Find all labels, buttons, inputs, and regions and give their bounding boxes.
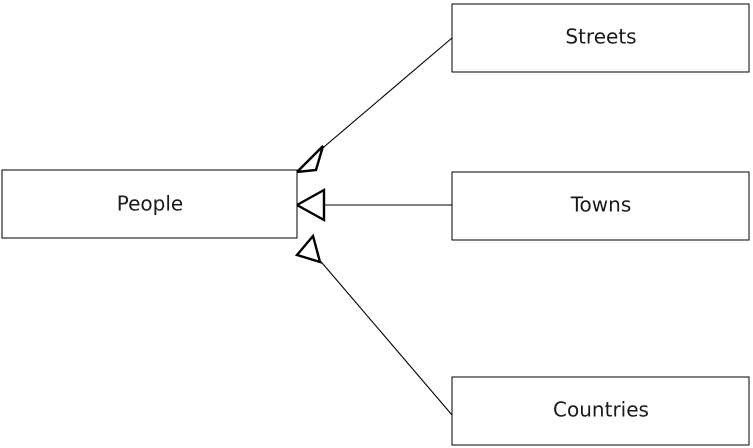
relationship-edges xyxy=(316,37,453,416)
entity-node-towns[interactable]: Towns xyxy=(451,171,750,241)
arrowheads xyxy=(293,145,326,264)
entity-label-streets: Streets xyxy=(565,25,636,49)
entity-node-streets[interactable]: Streets xyxy=(451,3,750,73)
hollow-triangle-arrow-icon-towns xyxy=(294,187,326,223)
edge-people-countries[interactable] xyxy=(316,256,453,416)
hollow-triangle-arrow-icon-countries xyxy=(294,233,322,264)
entity-node-countries[interactable]: Countries xyxy=(451,376,750,446)
entity-box-towns[interactable] xyxy=(451,171,750,241)
hollow-triangle-arrow-icon-streets xyxy=(293,145,325,174)
entity-box-countries[interactable] xyxy=(451,376,750,446)
entity-label-towns: Towns xyxy=(570,193,632,217)
entity-label-countries: Countries xyxy=(553,398,649,422)
entity-box-streets[interactable] xyxy=(451,3,750,73)
entity-label-people: People xyxy=(117,192,183,216)
entity-box-people[interactable] xyxy=(1,169,298,239)
edge-people-streets[interactable] xyxy=(317,37,453,153)
entity-node-people[interactable]: People xyxy=(1,169,298,239)
